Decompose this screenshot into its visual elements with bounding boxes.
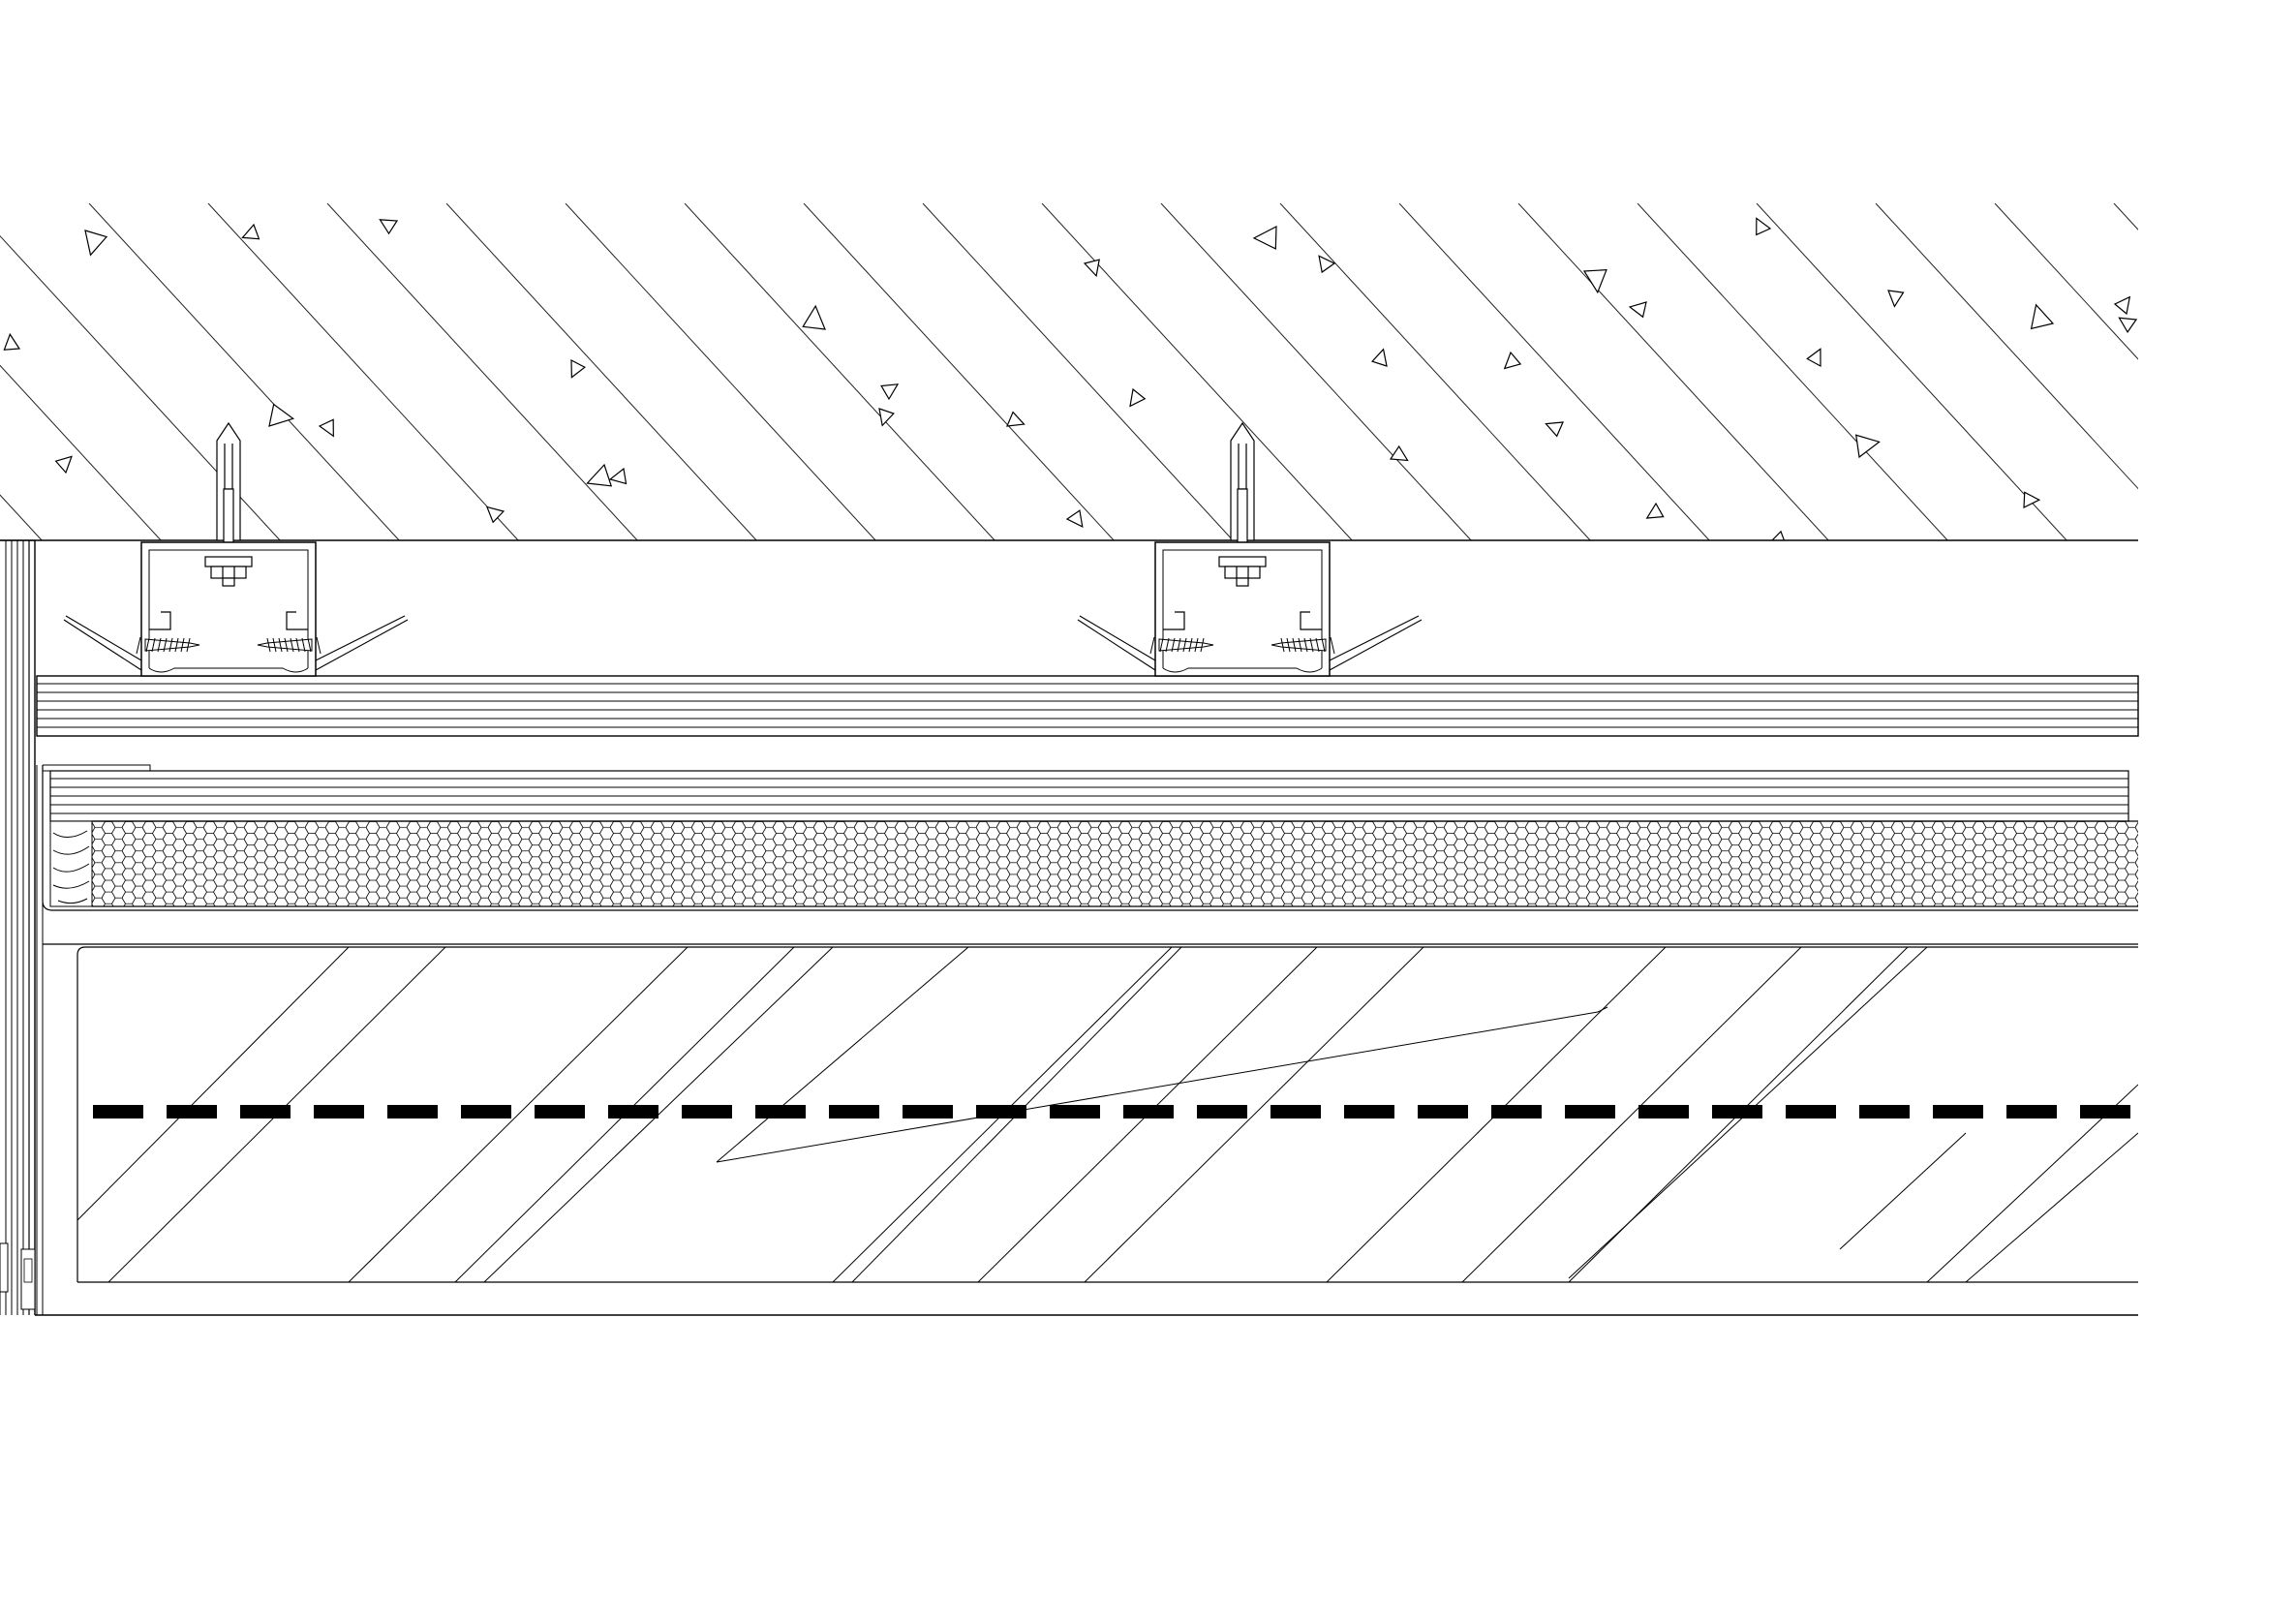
layered-board <box>36 675 2139 737</box>
aggregate-mark <box>878 408 895 427</box>
flashing-wing <box>63 615 142 671</box>
aggregate-mark <box>586 463 613 487</box>
aggregate-mark <box>1006 411 1026 427</box>
screw-icon <box>1158 636 1335 655</box>
aggregate-mark <box>54 455 73 475</box>
hanger-bracket-right <box>1077 421 1423 677</box>
aggregate-mark <box>1503 351 1522 370</box>
reflection-line <box>716 1011 1599 1163</box>
concrete-hatch <box>0 203 2138 540</box>
reflection-line <box>77 947 350 1221</box>
flashing-wing <box>1329 615 1423 671</box>
reflection-line <box>1839 1132 1967 1250</box>
reflection-line <box>1084 947 1424 1282</box>
flashing-wing <box>315 615 409 671</box>
aggregate-mark <box>1545 421 1564 438</box>
aggregate-mark <box>1083 259 1100 278</box>
aggregate-mark <box>1252 226 1277 250</box>
reflection-line <box>1965 1132 2138 1282</box>
aggregate-mark <box>241 223 260 240</box>
hex-nut-icon <box>204 556 253 587</box>
hanger-brackets <box>63 421 1423 677</box>
plywood-layer <box>42 764 2138 911</box>
aggregate-mark <box>1389 444 1409 462</box>
aggregate-mark <box>1129 387 1147 408</box>
aggregate-mark <box>1756 217 1772 236</box>
reflection-line <box>1597 1006 1608 1013</box>
aggregate-mark <box>608 467 628 485</box>
reflection-line <box>1461 947 1802 1282</box>
aggregate-mark <box>1582 269 1607 294</box>
aggregate-mark <box>2113 295 2131 316</box>
aggregate-mark <box>1887 290 1905 308</box>
aggregate-mark <box>1854 434 1881 459</box>
aggregate-mark <box>1463 536 1485 558</box>
concrete-aggregate <box>3 217 2138 558</box>
aggregate-mark <box>880 383 900 401</box>
anchor-bolt-icon <box>216 421 241 560</box>
hex-nut-icon <box>1218 556 1267 587</box>
aggregate-mark <box>1065 509 1084 529</box>
aggregate-mark <box>84 230 108 257</box>
wall-frame-icon <box>0 539 44 1315</box>
aggregate-mark <box>570 358 586 379</box>
concrete-slab <box>0 203 2138 558</box>
screw-icon <box>136 636 313 655</box>
timber-block-icon <box>49 820 93 907</box>
aggregate-mark <box>379 219 399 235</box>
anchor-bolt-icon <box>1230 421 1255 560</box>
hanger-bracket-left <box>63 421 409 677</box>
aggregate-mark <box>318 418 334 438</box>
screw-icon <box>144 636 321 655</box>
honeycomb-core <box>92 820 2138 907</box>
glass-panel <box>35 943 2138 1316</box>
aggregate-mark <box>3 332 21 351</box>
reflection-line <box>716 947 969 1163</box>
flashing-wing <box>1077 615 1156 671</box>
reflection-line <box>348 947 689 1282</box>
aggregate-mark <box>1318 255 1336 274</box>
aggregate-mark <box>1768 530 1788 540</box>
screw-icon <box>1149 636 1327 655</box>
aggregate-mark <box>2023 491 2041 508</box>
aggregate-mark <box>1645 502 1665 519</box>
aggregate-mark <box>1806 348 1821 368</box>
aggregate-mark <box>268 403 295 427</box>
aggregate-mark <box>2030 303 2055 330</box>
aggregate-mark <box>2118 317 2138 333</box>
aggregate-mark <box>485 506 505 524</box>
aggregate-mark <box>1628 301 1647 319</box>
aggregate-mark <box>802 304 826 330</box>
aggregate-mark <box>1371 348 1388 367</box>
